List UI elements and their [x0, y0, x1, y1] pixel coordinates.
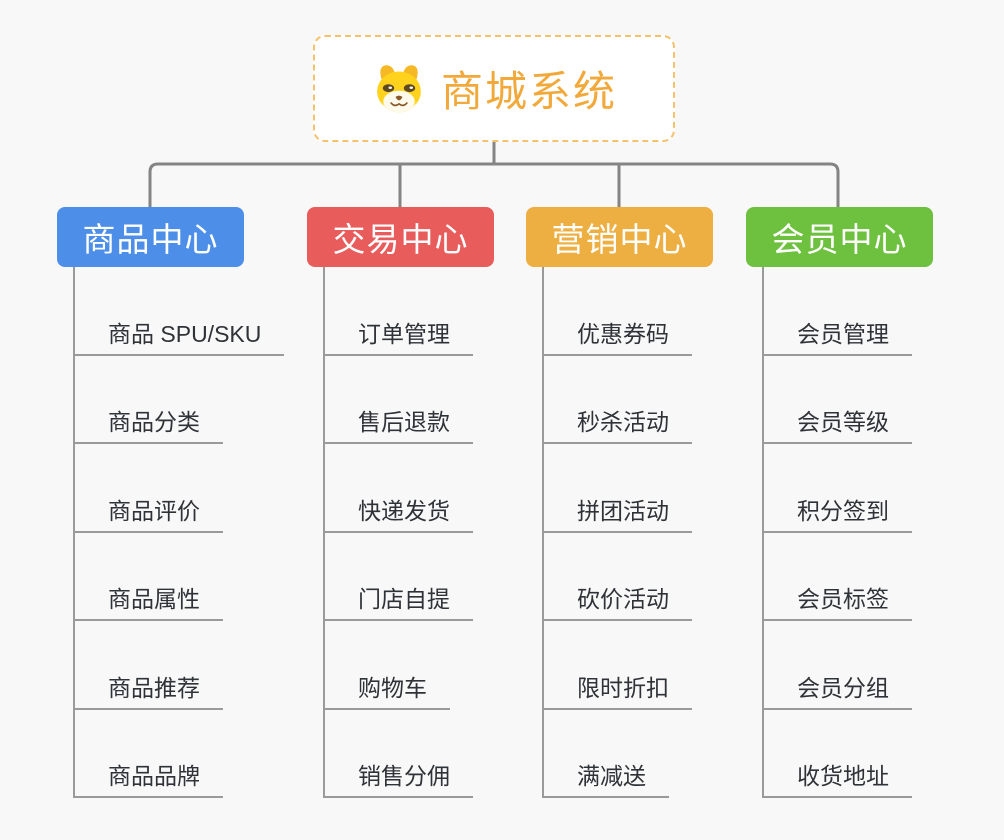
tree-item[interactable]: 收货地址 [764, 710, 912, 798]
branch-items-product-center: 商品 SPU/SKU 商品分类 商品评价 商品属性 商品推荐 商品品牌 [73, 267, 285, 798]
tree-item[interactable]: 会员分组 [764, 621, 912, 710]
tree-item[interactable]: 满减送 [544, 710, 669, 798]
tree-item[interactable]: 商品分类 [75, 356, 223, 444]
branch-label: 会员中心 [771, 221, 908, 258]
tree-item[interactable]: 拼团活动 [544, 444, 692, 533]
tree-item[interactable]: 商品品牌 [75, 710, 223, 798]
tree-item[interactable]: 售后退款 [325, 356, 473, 444]
root-node[interactable]: 商城系统 [313, 35, 675, 142]
branch-header-marketing-center[interactable]: 营销中心 [526, 207, 713, 267]
tree-item[interactable]: 秒杀活动 [544, 356, 692, 444]
branch-header-trade-center[interactable]: 交易中心 [307, 207, 494, 267]
branch-items-member-center: 会员管理 会员等级 积分签到 会员标签 会员分组 收货地址 [762, 267, 912, 798]
tree-item[interactable]: 购物车 [325, 621, 450, 710]
branch-header-member-center[interactable]: 会员中心 [746, 207, 933, 267]
branch-label: 商品中心 [82, 221, 219, 258]
tree-item[interactable]: 会员管理 [764, 267, 912, 356]
tree-item[interactable]: 门店自提 [325, 533, 473, 621]
branch-items-trade-center: 订单管理 售后退款 快递发货 门店自提 购物车 销售分佣 [323, 267, 473, 798]
tree-item[interactable]: 砍价活动 [544, 533, 692, 621]
branch-label: 营销中心 [551, 221, 688, 258]
branch-items-marketing-center: 优惠券码 秒杀活动 拼团活动 砍价活动 限时折扣 满减送 [542, 267, 692, 798]
dog-icon [377, 64, 421, 113]
branch-label: 交易中心 [332, 221, 469, 258]
connector-bar [148, 162, 840, 209]
root-title: 商城系统 [440, 68, 617, 115]
tree-item[interactable]: 快递发货 [325, 444, 473, 533]
tree-item[interactable]: 积分签到 [764, 444, 912, 533]
branch-header-product-center[interactable]: 商品中心 [57, 207, 244, 267]
tree-item[interactable]: 限时折扣 [544, 621, 692, 710]
tree-item[interactable]: 订单管理 [325, 267, 473, 356]
tree-item[interactable]: 销售分佣 [325, 710, 473, 798]
tree-item[interactable]: 商品属性 [75, 533, 223, 621]
tree-item[interactable]: 会员标签 [764, 533, 912, 621]
tree-item[interactable]: 商品推荐 [75, 621, 223, 710]
tree-item[interactable]: 会员等级 [764, 356, 912, 444]
tree-item[interactable]: 商品评价 [75, 444, 223, 533]
tree-item[interactable]: 优惠券码 [544, 267, 692, 356]
tree-item[interactable]: 商品 SPU/SKU [75, 267, 285, 356]
